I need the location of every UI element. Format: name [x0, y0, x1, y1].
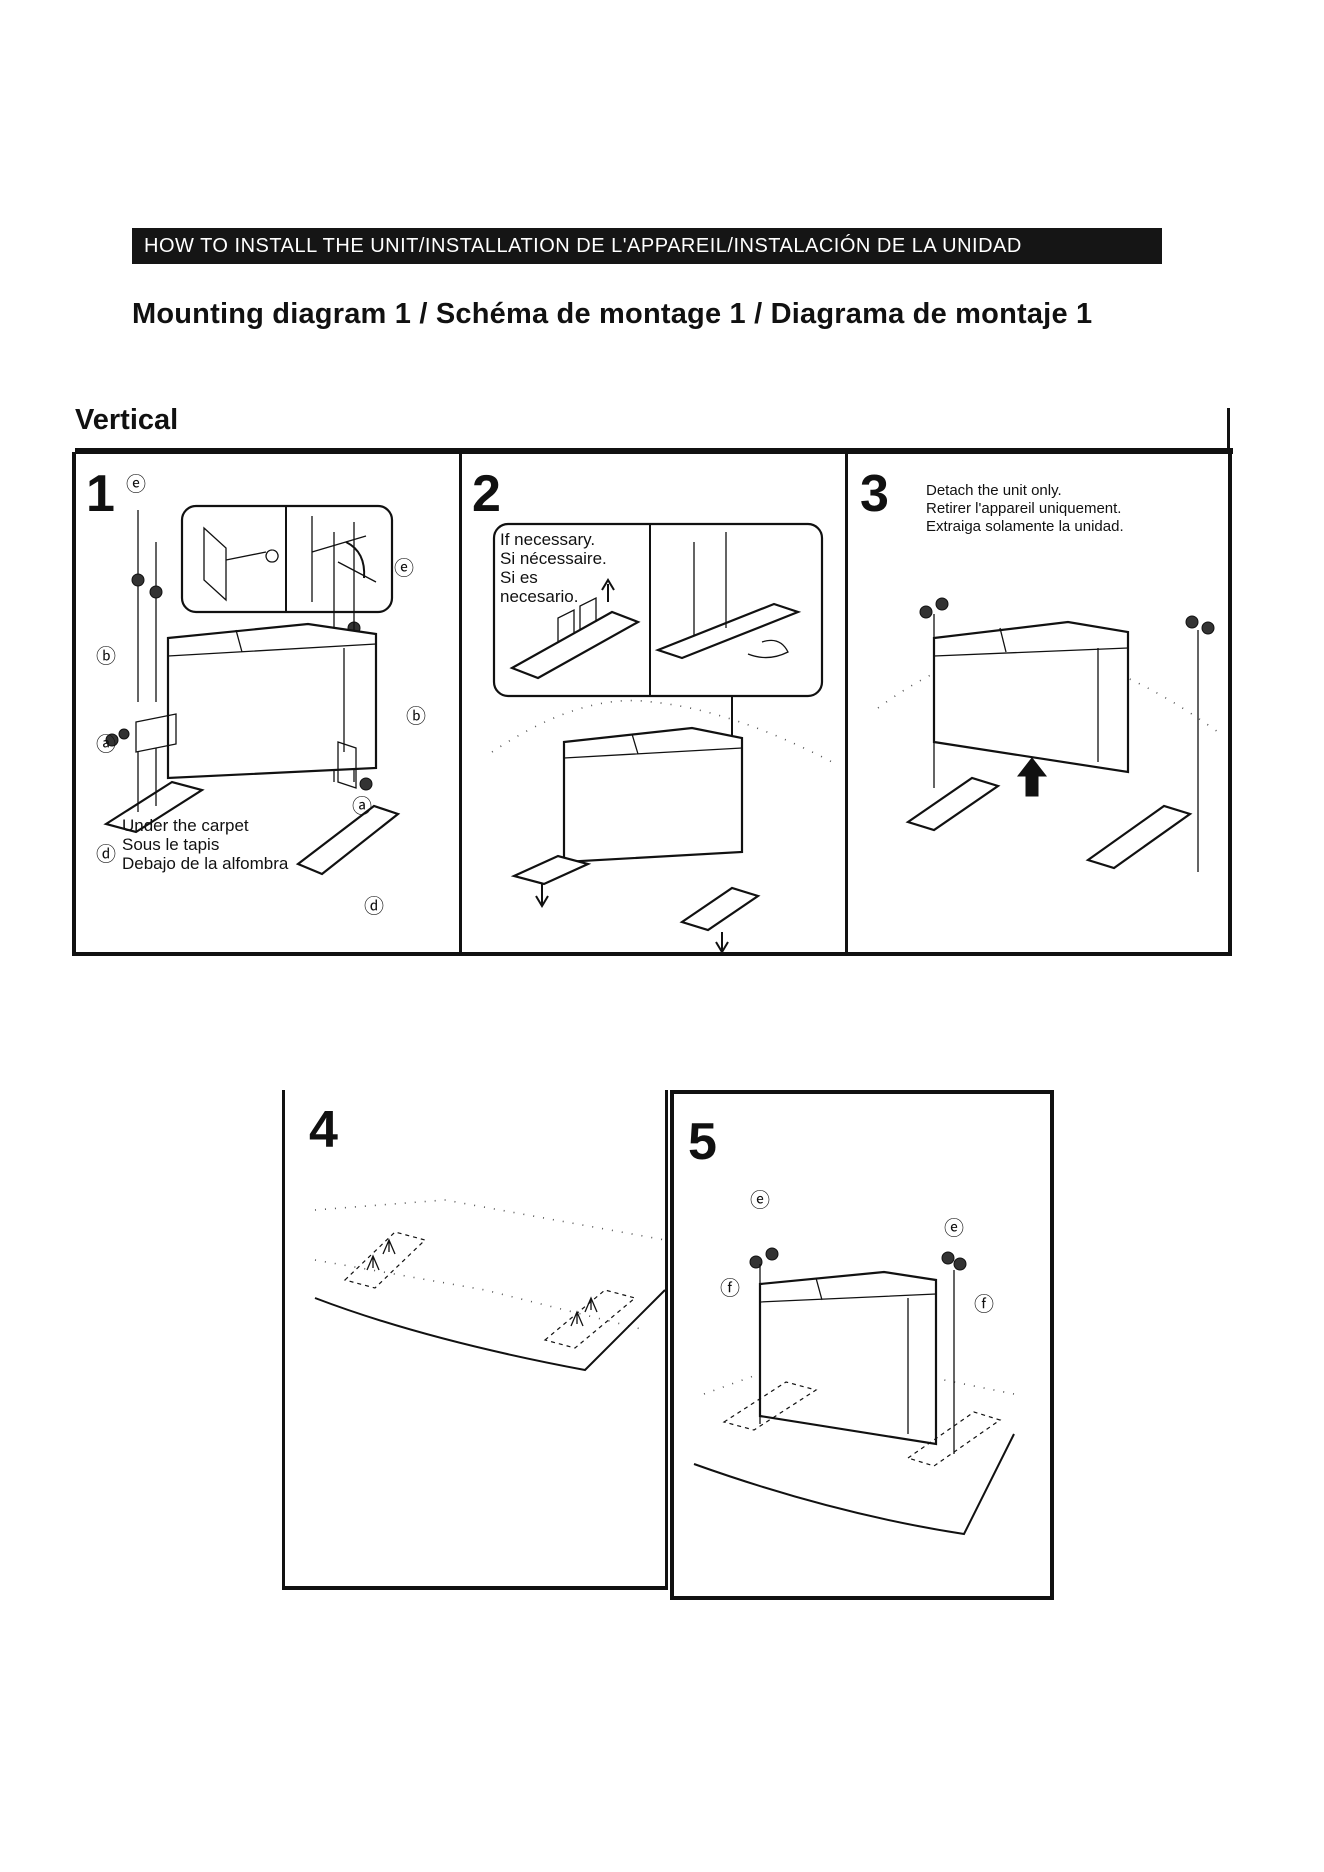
- step-4-panel: 4: [282, 1090, 668, 1590]
- step-5-illustration: [693, 1247, 1015, 1536]
- step-1-label-e-top: ⓔ: [126, 474, 146, 496]
- step-2-caption-es-1: Si es: [500, 568, 538, 587]
- step-4-number: 4: [309, 1101, 338, 1159]
- step-1-caption-en: Under the carpet: [122, 816, 249, 835]
- step-1-label-e-right: ⓔ: [394, 558, 414, 580]
- step-1-label-d-left: ⓓ: [96, 844, 116, 866]
- step-1-label-d-bottom: ⓓ: [364, 896, 384, 918]
- step-1-label-b-right: ⓑ: [406, 706, 426, 728]
- step-1-label-b-left: ⓑ: [96, 646, 116, 668]
- step-3-caption-en: Detach the unit only.: [926, 482, 1062, 499]
- step-1-illustration: [103, 504, 401, 876]
- step-5-number: 5: [688, 1113, 717, 1171]
- step-3-caption-fr: Retirer l'appareil uniquement.: [926, 500, 1122, 517]
- step-3-caption-es: Extraiga solamente la unidad.: [926, 518, 1124, 535]
- step-4-illustration: [314, 1199, 666, 1372]
- step-5-label-f-left: ⓕ: [720, 1278, 740, 1300]
- step-5-label-f-right: ⓕ: [974, 1294, 994, 1316]
- panel-row-right-tick: [1227, 408, 1230, 452]
- step-1-number: 1: [86, 465, 115, 523]
- page-title: Mounting diagram 1 / Schéma de montage 1…: [132, 298, 1093, 330]
- step-2-panel: 2 If necessary. Si nécessaire. Si es nec…: [462, 452, 848, 954]
- step-1-panel: 1: [76, 452, 462, 952]
- panel-row-top-rule: [75, 448, 1233, 454]
- step-1-caption-es: Debajo de la alfombra: [122, 854, 289, 873]
- step-2-caption-fr: Si nécessaire.: [500, 549, 607, 568]
- step-1-label-a-left: ⓐ: [96, 734, 116, 756]
- step-3-illustration: [877, 597, 1219, 872]
- step-2-caption-es-2: necesario.: [500, 587, 579, 606]
- step-5-panel: 5 ⓔ ⓔ ⓕ ⓕ: [670, 1090, 1054, 1600]
- step-5-label-e-left: ⓔ: [750, 1190, 770, 1212]
- section-label-vertical: Vertical: [75, 404, 179, 436]
- step-2-caption-en: If necessary.: [500, 530, 596, 549]
- step-1-caption-fr: Sous le tapis: [122, 835, 220, 854]
- section-header-bar: HOW TO INSTALL THE UNIT/INSTALLATION DE …: [132, 228, 1162, 264]
- step-3-number: 3: [860, 465, 889, 523]
- steps-panel-row: 1: [72, 452, 1232, 956]
- step-1-label-a-right: ⓐ: [352, 796, 372, 818]
- step-2-illustration: [491, 522, 833, 954]
- step-2-number: 2: [472, 465, 501, 523]
- step-5-label-e-right: ⓔ: [944, 1218, 964, 1240]
- step-3-panel: 3 Detach the unit only. Retirer l'appare…: [848, 452, 1228, 952]
